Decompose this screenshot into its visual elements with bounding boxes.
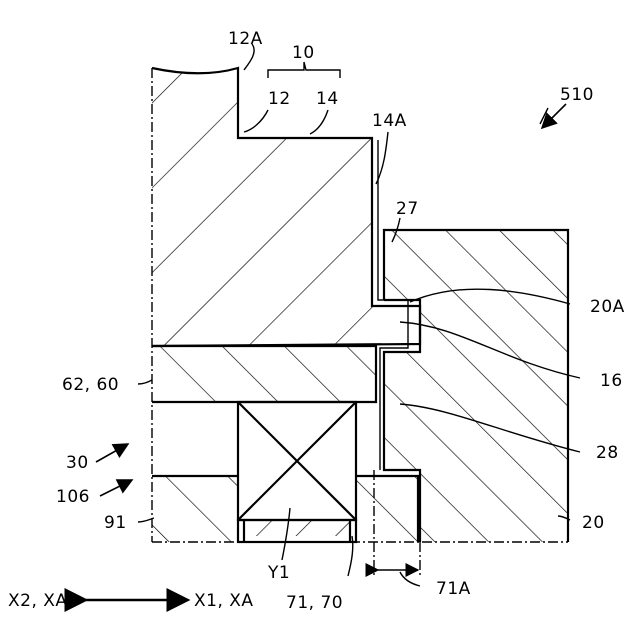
label-16: 16 — [600, 371, 623, 391]
label-14: 14 — [316, 89, 339, 109]
indicator-arrows — [96, 444, 132, 496]
label-30: 30 — [66, 453, 89, 473]
label-Y1: Y1 — [267, 563, 290, 583]
bearing-Y1 — [238, 402, 356, 542]
label-14A: 14A — [372, 111, 407, 131]
direction-right-label: X1, XA — [194, 591, 254, 611]
label-27: 27 — [396, 199, 419, 219]
label-71A: 71A — [436, 579, 471, 599]
direction-left-label: X2, XA — [8, 591, 68, 611]
figure-arrow — [542, 104, 566, 128]
label-20A: 20A — [590, 297, 625, 317]
label-62-60: 62, 60 — [62, 375, 119, 395]
label-71-70: 71, 70 — [286, 593, 343, 613]
part-91 — [152, 476, 238, 542]
label-10: 10 — [292, 43, 315, 63]
label-12A: 12A — [228, 29, 263, 49]
label-20: 20 — [582, 513, 605, 533]
part-10-shaft — [152, 68, 420, 346]
label-12: 12 — [268, 89, 291, 109]
label-28: 28 — [596, 443, 619, 463]
label-510: 510 — [560, 85, 594, 105]
part-71-70 — [356, 476, 418, 542]
part-62-60-band — [152, 346, 376, 402]
label-91: 91 — [104, 513, 127, 533]
label-106: 106 — [56, 487, 90, 507]
